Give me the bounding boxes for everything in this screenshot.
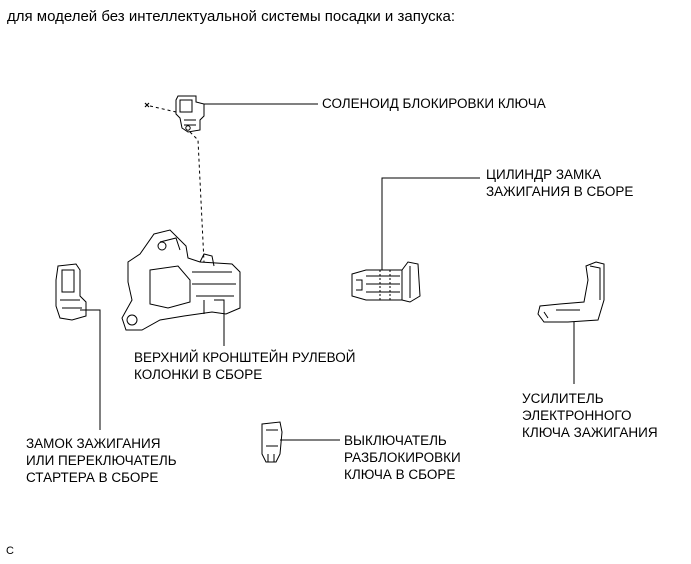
label-key-amplifier: УСИЛИТЕЛЬ ЭЛЕКТРОННОГО КЛЮЧА ЗАЖИГАНИЯ bbox=[522, 390, 658, 441]
leader-cylinder bbox=[381, 177, 480, 270]
figure-code: C bbox=[6, 545, 14, 557]
label-ignition-switch: ЗАМОК ЗАЖИГАНИЯ ИЛИ ПЕРЕКЛЮЧАТЕЛЬ СТАРТЕ… bbox=[26, 435, 177, 486]
label-steering-column-bracket: ВЕРХНИЙ КРОНШТЕЙН РУЛЕВОЙ КОЛОНКИ В СБОР… bbox=[134, 349, 355, 383]
label-line: УСИЛИТЕЛЬ bbox=[522, 391, 604, 406]
label-line: СТАРТЕРА В СБОРЕ bbox=[26, 470, 159, 485]
label-key-interlock-solenoid: СОЛЕНОИД БЛОКИРОВКИ КЛЮЧА bbox=[322, 95, 546, 112]
key-amplifier-part bbox=[537, 261, 605, 323]
label-line: ИЛИ ПЕРЕКЛЮЧАТЕЛЬ bbox=[26, 453, 177, 468]
label-line: ЗАЖИГАНИЯ В СБОРЕ bbox=[486, 184, 634, 199]
label-line: ВЕРХНИЙ КРОНШТЕЙН РУЛЕВОЙ bbox=[134, 350, 356, 365]
leader-ignition-switch bbox=[80, 309, 101, 430]
label-line: ЦИЛИНДР ЗАМКА bbox=[486, 167, 602, 182]
label-line: ЭЛЕКТРОННОГО bbox=[522, 408, 632, 423]
unlock-warning-switch-part bbox=[261, 421, 283, 463]
label-line: КЛЮЧА ЗАЖИГАНИЯ bbox=[522, 425, 658, 440]
label-line: ЗАМОК ЗАЖИГАНИЯ bbox=[26, 436, 161, 451]
label-line: РАЗБЛОКИРОВКИ bbox=[344, 450, 461, 465]
steering-column-bracket-part bbox=[121, 229, 241, 331]
label-ignition-key-cylinder: ЦИЛИНДР ЗАМКА ЗАЖИГАНИЯ В СБОРЕ bbox=[486, 166, 633, 200]
label-line: СОЛЕНОИД БЛОКИРОВКИ КЛЮЧА bbox=[322, 96, 546, 111]
ignition-key-cylinder-part bbox=[351, 261, 421, 303]
page-caption: для моделей без интеллектуальной системы… bbox=[7, 8, 456, 25]
key-interlock-solenoid-part bbox=[144, 95, 205, 263]
label-line: КОЛОНКИ В СБОРЕ bbox=[134, 367, 263, 382]
label-line: КЛЮЧА В СБОРЕ bbox=[344, 467, 456, 482]
ignition-switch-part bbox=[55, 263, 87, 321]
label-unlock-warning-switch: ВЫКЛЮЧАТЕЛЬ РАЗБЛОКИРОВКИ КЛЮЧА В СБОРЕ bbox=[344, 432, 461, 483]
label-line: ВЫКЛЮЧАТЕЛЬ bbox=[344, 433, 447, 448]
